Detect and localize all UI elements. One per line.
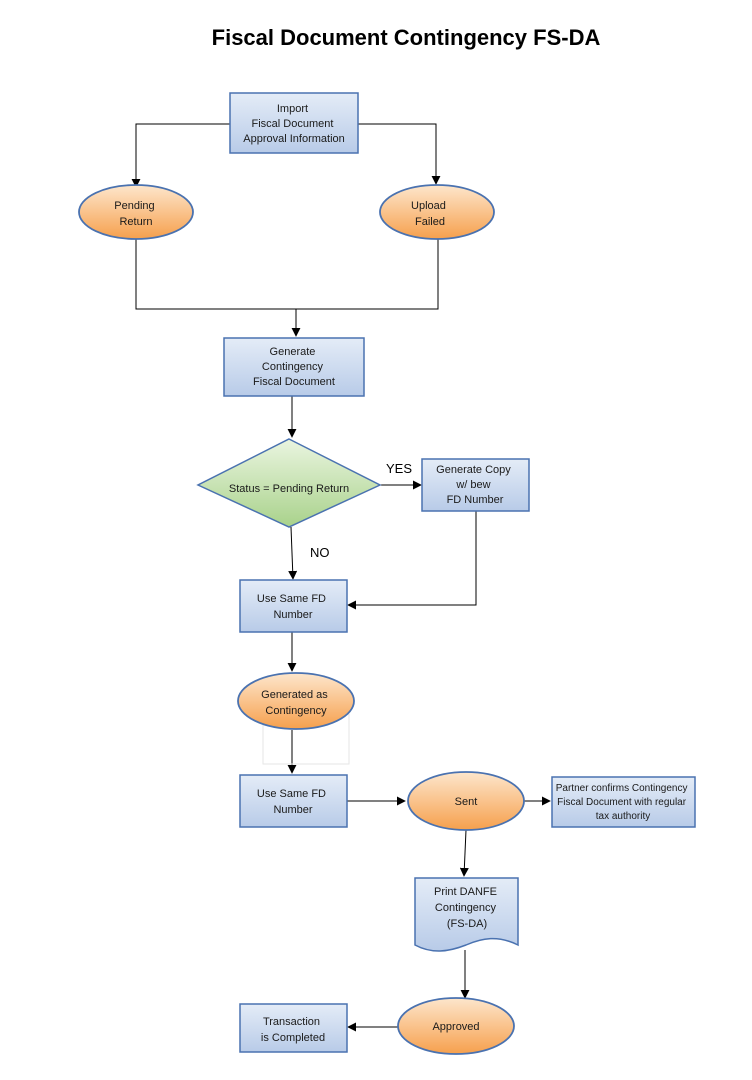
page-title: Fiscal Document Contingency FS-DA	[212, 25, 601, 50]
node-copy-line-2: w/ bew	[455, 479, 490, 491]
node-partner-line-3: tax authority	[596, 811, 650, 822]
connector-sent-print	[459, 829, 469, 877]
node-transaction-completed: Transaction is Completed	[239, 1003, 348, 1053]
node-sent-label: Sent	[455, 796, 478, 808]
node-upload-line-2: Failed	[415, 216, 445, 228]
node-copy-line-1: Generate Copy	[436, 464, 511, 476]
node-generate-line-2: Contingency	[262, 361, 324, 373]
node-completed-line-1: Transaction	[263, 1016, 320, 1028]
node-print-line-2: Contingency	[435, 902, 497, 914]
connector-upload-merge	[296, 237, 439, 310]
node-completed-line-2: is Completed	[261, 1032, 325, 1044]
node-generate-contingency: Generate Contingency Fiscal Document	[223, 337, 365, 397]
node-status-decision: Status = Pending Return	[196, 438, 382, 528]
node-generated-line-1: Generated as	[261, 689, 328, 701]
node-usesame1-line-2: Number	[273, 609, 312, 621]
node-import-line-1: Import	[277, 103, 308, 115]
node-generated-as-contingency: Generated as Contingency	[237, 672, 355, 730]
node-import: Import Fiscal Document Approval Informat…	[229, 92, 359, 154]
svg-text:Generate Contingency: Generate Contingency Fiscal Document	[253, 346, 335, 388]
svg-text:Use Same FD Number: Use Same FD Number	[257, 788, 329, 816]
node-usesame2-line-2: Number	[273, 804, 312, 816]
node-print-danfe: Print DANFE Contingency (FS-DA)	[414, 877, 519, 952]
node-upload-line-1: Upload	[411, 200, 446, 212]
node-pending-return: Pending Return	[78, 184, 194, 240]
node-generate-line-1: Generate	[270, 346, 316, 358]
svg-text:Generated as Contingency: Generated as Contingency	[261, 689, 331, 717]
node-sent: Sent	[407, 771, 525, 831]
svg-text:Import Fiscal Document: Import Fiscal Document Approval Informat…	[243, 103, 345, 145]
connector-copy-usesame	[347, 511, 477, 610]
svg-text:Transaction is Completed: Transaction is Completed	[261, 1016, 325, 1044]
node-use-same-fd-1: Use Same FD Number	[239, 579, 348, 633]
node-usesame2-line-1: Use Same FD	[257, 788, 326, 800]
node-partner-line-2: Fiscal Document with regular	[557, 797, 687, 808]
label-yes: YES	[386, 461, 412, 476]
node-generated-line-2: Contingency	[265, 705, 327, 717]
svg-text:Print DANFE Contingency: Print DANFE Contingency (FS-DA)	[434, 886, 500, 930]
svg-text:Pending Return: Pending Return	[114, 200, 157, 228]
node-import-line-2: Fiscal Document	[252, 118, 334, 130]
svg-text:Use Same FD Number: Use Same FD Number	[257, 593, 329, 621]
node-copy-line-3: FD Number	[447, 494, 504, 506]
node-approved-label: Approved	[432, 1021, 479, 1033]
node-import-line-3: Approval Information	[243, 133, 345, 145]
svg-text:Upload Failed: Upload Failed	[411, 200, 449, 228]
node-print-line-1: Print DANFE	[434, 886, 497, 898]
node-approved: Approved	[397, 997, 515, 1055]
node-use-same-fd-2: Use Same FD Number	[239, 774, 348, 828]
node-partner-confirms: Partner confirms Contingency Fiscal Docu…	[551, 776, 696, 828]
node-decision-label: Status = Pending Return	[229, 483, 349, 495]
node-pending-line-1: Pending	[114, 200, 154, 212]
connector-pending-merge	[135, 239, 296, 310]
svg-text:Generate Copy w/ bew: Generate Copy w/ bew FD Number	[436, 464, 514, 506]
connectors	[131, 123, 551, 1032]
svg-text:Partner confirms Contingency: Partner confirms Contingency Fiscal Docu…	[556, 783, 691, 822]
connector-import-upload	[358, 123, 441, 185]
connector-import-pending	[131, 123, 230, 188]
node-pending-line-2: Return	[119, 216, 152, 228]
node-print-line-3: (FS-DA)	[447, 918, 487, 930]
node-generate-copy: Generate Copy w/ bew FD Number	[421, 458, 530, 512]
label-no: NO	[310, 545, 330, 560]
connector-decision-no	[288, 526, 298, 580]
node-upload-failed: Upload Failed	[379, 184, 495, 240]
node-generate-line-3: Fiscal Document	[253, 376, 335, 388]
node-usesame1-line-1: Use Same FD	[257, 593, 326, 605]
node-partner-line-1: Partner confirms Contingency	[556, 783, 688, 794]
